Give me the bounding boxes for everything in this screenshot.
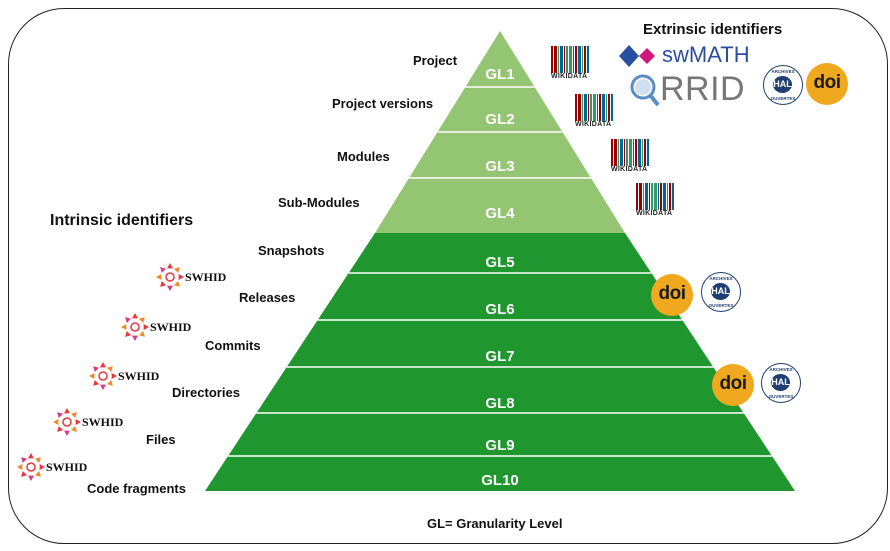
barcode-bar	[584, 46, 586, 73]
barcode-bar	[658, 183, 659, 210]
barcode-bar	[558, 46, 559, 73]
wikidata-logo: WIKIDATA	[636, 183, 675, 218]
barcode-bar	[578, 46, 581, 73]
level-label-commits: Commits	[205, 338, 261, 353]
barcode-bar	[611, 94, 613, 121]
barcode-bar	[569, 46, 572, 73]
barcode-bar	[624, 139, 625, 166]
barcode-bar	[620, 139, 623, 166]
level-label-snapshots: Snapshots	[258, 243, 325, 258]
barcode-bar	[614, 139, 617, 166]
barcode-bar	[633, 139, 634, 166]
barcode-bar	[626, 139, 628, 166]
level-code-gl8: GL8	[485, 395, 514, 412]
legend-footer: GL= Granularity Level	[427, 516, 563, 531]
barcode-bar	[602, 94, 605, 121]
barcode-bar	[635, 139, 637, 166]
barcode-bar	[611, 139, 613, 166]
barcode-bar	[663, 183, 666, 210]
swhid-star-icon	[121, 313, 149, 341]
barcode-bar	[654, 183, 657, 210]
barcode-bar	[667, 183, 668, 210]
barcode-bar	[599, 94, 601, 121]
level-code-gl4: GL4	[485, 205, 515, 222]
swmath-logo: swMATH	[618, 42, 750, 69]
barcode-bar	[593, 94, 596, 121]
barcode-bar	[582, 46, 583, 73]
extrinsic-title: Extrinsic identifiers	[643, 21, 783, 38]
level-label-code-fragments: Code fragments	[87, 481, 186, 496]
doi-logo: doi	[712, 364, 754, 406]
level-code-gl2: GL2	[485, 111, 514, 128]
level-label-files: Files	[146, 432, 176, 447]
pyramid-dark-section	[205, 233, 795, 491]
hal-logo: ARCHIVES HAL OUVERTES	[763, 65, 803, 105]
barcode-bar	[672, 183, 674, 210]
swmath-diamond-icon	[619, 45, 655, 67]
barcode-bar	[590, 94, 592, 121]
barcode-bar	[551, 46, 553, 73]
barcode-bar	[554, 46, 557, 73]
level-label-project: Project	[413, 53, 458, 68]
level-dividers	[228, 86, 772, 457]
rrid-logo: RRID	[630, 70, 745, 110]
barcode-bar	[645, 183, 648, 210]
barcode-bar	[582, 94, 583, 121]
wikidata-logo: WIKIDATA	[611, 139, 650, 174]
barcode-bar	[606, 94, 607, 121]
level-code-gl7: GL7	[485, 348, 514, 365]
level-code-gl1: GL1	[485, 66, 514, 83]
barcode-bar	[618, 139, 619, 166]
barcode-bar	[573, 46, 574, 73]
wikidata-logo: WIKIDATA	[551, 46, 590, 81]
barcode-bar	[642, 139, 643, 166]
hal-logo: ARCHIVES HAL OUVERTES	[761, 363, 801, 403]
barcode-bar	[644, 139, 646, 166]
doi-logo: doi	[651, 274, 693, 316]
barcode-bar	[597, 94, 598, 121]
swhid-star-icon	[53, 408, 81, 436]
barcode-bar	[639, 183, 642, 210]
barcode-bar	[560, 46, 563, 73]
barcode-bar	[669, 183, 671, 210]
barcode-bar	[566, 46, 568, 73]
barcode-bar	[578, 94, 581, 121]
wikidata-logo: WIKIDATA	[575, 94, 614, 129]
hal-logo: ARCHIVES HAL OUVERTES	[701, 272, 741, 312]
barcode-bar	[647, 139, 649, 166]
barcode-bar	[651, 183, 653, 210]
level-code-gl5: GL5	[485, 254, 514, 271]
level-code-gl10: GL10	[481, 472, 519, 489]
level-label-releases: Releases	[239, 290, 296, 305]
barcode-bar	[564, 46, 565, 73]
barcode-bar	[575, 46, 577, 73]
barcode-bar	[575, 94, 577, 121]
intrinsic-title: Intrinsic identifiers	[50, 212, 194, 229]
diagram-frame	[8, 8, 888, 544]
level-code-gl9: GL9	[485, 437, 514, 454]
magnifier-icon	[630, 74, 660, 107]
doi-logo: doi	[806, 63, 848, 105]
barcode-bar	[643, 183, 644, 210]
swhid-star-icon	[17, 453, 45, 481]
barcode-bar	[587, 46, 589, 73]
level-code-gl6: GL6	[485, 301, 514, 318]
barcode-bar	[638, 139, 641, 166]
level-label-directories: Directories	[172, 385, 240, 400]
level-label-sub-modules: Sub-Modules	[278, 195, 360, 210]
level-label-project-versions: Project versions	[332, 96, 434, 111]
barcode-bar	[636, 183, 638, 210]
swhid-star-icon	[89, 362, 117, 390]
level-code-gl3: GL3	[485, 158, 514, 175]
barcode-bar	[629, 139, 632, 166]
barcode-bar	[608, 94, 610, 121]
barcode-bar	[649, 183, 650, 210]
barcode-bar	[588, 94, 589, 121]
level-label-modules: Modules	[337, 149, 390, 164]
barcode-bar	[584, 94, 587, 121]
barcode-bar	[660, 183, 662, 210]
swhid-star-icon	[156, 263, 184, 291]
